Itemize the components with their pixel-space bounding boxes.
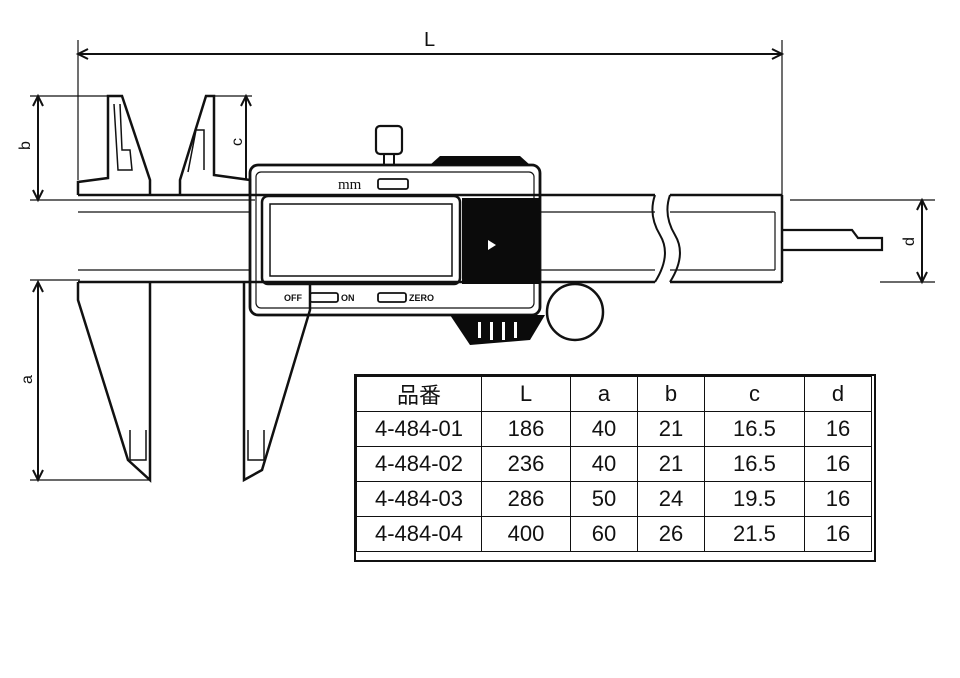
table-cell: 286 — [481, 481, 571, 517]
table-row: 4-484-04 400 60 26 21.5 16 — [356, 516, 873, 552]
label-c: c — [229, 138, 246, 146]
table-cell: 21.5 — [704, 516, 805, 552]
table-cell: 19.5 — [704, 481, 805, 517]
table-cell: 16 — [803, 481, 873, 517]
table-cell: 236 — [481, 446, 571, 482]
col-header: c — [704, 376, 805, 412]
on-off-button — [309, 292, 339, 303]
table-header-row: 品番 L a b c d — [356, 376, 873, 412]
spec-table: 品番 L a b c d 4-484-01 186 40 21 16.5 16 … — [356, 376, 873, 552]
mm-label: mm — [338, 177, 362, 193]
label-a: a — [19, 375, 36, 384]
depth-rod — [782, 228, 884, 252]
table-cell: 4-484-01 — [356, 411, 482, 447]
table-cell: 4-484-03 — [356, 481, 482, 517]
table-cell: 400 — [481, 516, 571, 552]
bottom-knurl — [450, 315, 545, 345]
lcd-display — [260, 194, 462, 286]
table-cell: 40 — [569, 446, 638, 482]
table-cell: 21 — [636, 446, 706, 482]
zero-label: ZERO — [409, 293, 434, 303]
lock-screw — [374, 124, 404, 156]
fixed-jaw — [76, 94, 152, 195]
table-cell: 4-484-04 — [356, 516, 482, 552]
col-header: b — [636, 376, 706, 412]
table-cell: 21 — [636, 411, 706, 447]
table-cell: 16.5 — [704, 411, 805, 447]
table-cell: 16 — [803, 516, 873, 552]
table-cell: 50 — [569, 481, 638, 517]
table-cell: 26 — [636, 516, 706, 552]
table-cell: 16 — [803, 411, 873, 447]
off-label: OFF — [284, 293, 302, 303]
table-row: 4-484-01 186 40 21 16.5 16 — [356, 411, 873, 447]
table-cell: 60 — [569, 516, 638, 552]
mm-button — [377, 178, 409, 190]
thumb-roller — [545, 282, 605, 342]
table-cell: 16.5 — [704, 446, 805, 482]
table-cell: 40 — [569, 411, 638, 447]
table-cell: 16 — [803, 446, 873, 482]
table-row: 4-484-03 286 50 24 19.5 16 — [356, 481, 873, 517]
knurl-block — [462, 198, 540, 284]
on-label: ON — [341, 293, 355, 303]
table-cell: 4-484-02 — [356, 446, 482, 482]
zero-button — [377, 292, 407, 303]
top-knurl — [430, 156, 530, 165]
label-L: L — [424, 29, 435, 51]
label-b: b — [17, 141, 34, 150]
table-row: 4-484-02 236 40 21 16.5 16 — [356, 446, 873, 482]
col-header: a — [569, 376, 638, 412]
table-cell: 24 — [636, 481, 706, 517]
label-d: d — [901, 237, 918, 246]
col-header: d — [803, 376, 873, 412]
col-header: 品番 — [356, 376, 482, 412]
col-header: L — [481, 376, 571, 412]
table-cell: 186 — [481, 411, 571, 447]
